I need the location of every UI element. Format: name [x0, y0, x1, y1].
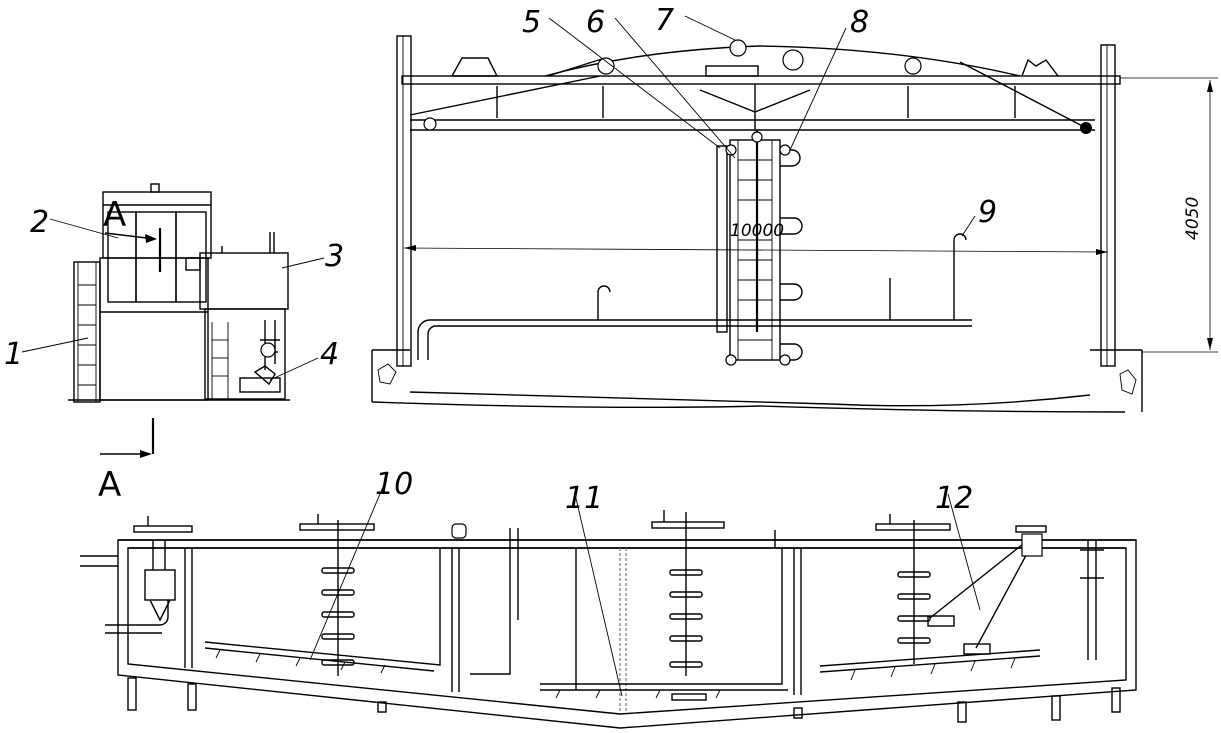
dim-height: 4050	[1183, 197, 1203, 240]
callout-12: 12	[935, 481, 973, 516]
callout-9: 9	[978, 195, 997, 230]
callout-4: 4	[320, 337, 339, 372]
callout-1: 1	[4, 337, 23, 372]
section-label-top: A	[103, 195, 126, 235]
side-view: A A 1 2 3 4	[4, 183, 344, 505]
section-label-bottom: A	[98, 465, 121, 505]
callout-6: 6	[586, 5, 605, 40]
dim-span: 10000	[730, 221, 784, 241]
section-view: 10000 4050 5 6 7 8 9	[371, 3, 1218, 413]
callout-3: 3	[325, 239, 344, 274]
callout-11: 11	[565, 481, 603, 516]
longitudinal-view: 10 11 12	[80, 467, 1137, 729]
callout-8: 8	[850, 5, 869, 40]
callout-10: 10	[375, 467, 413, 502]
callout-7: 7	[655, 3, 674, 38]
callout-5: 5	[522, 5, 541, 40]
callout-2: 2	[30, 205, 49, 240]
